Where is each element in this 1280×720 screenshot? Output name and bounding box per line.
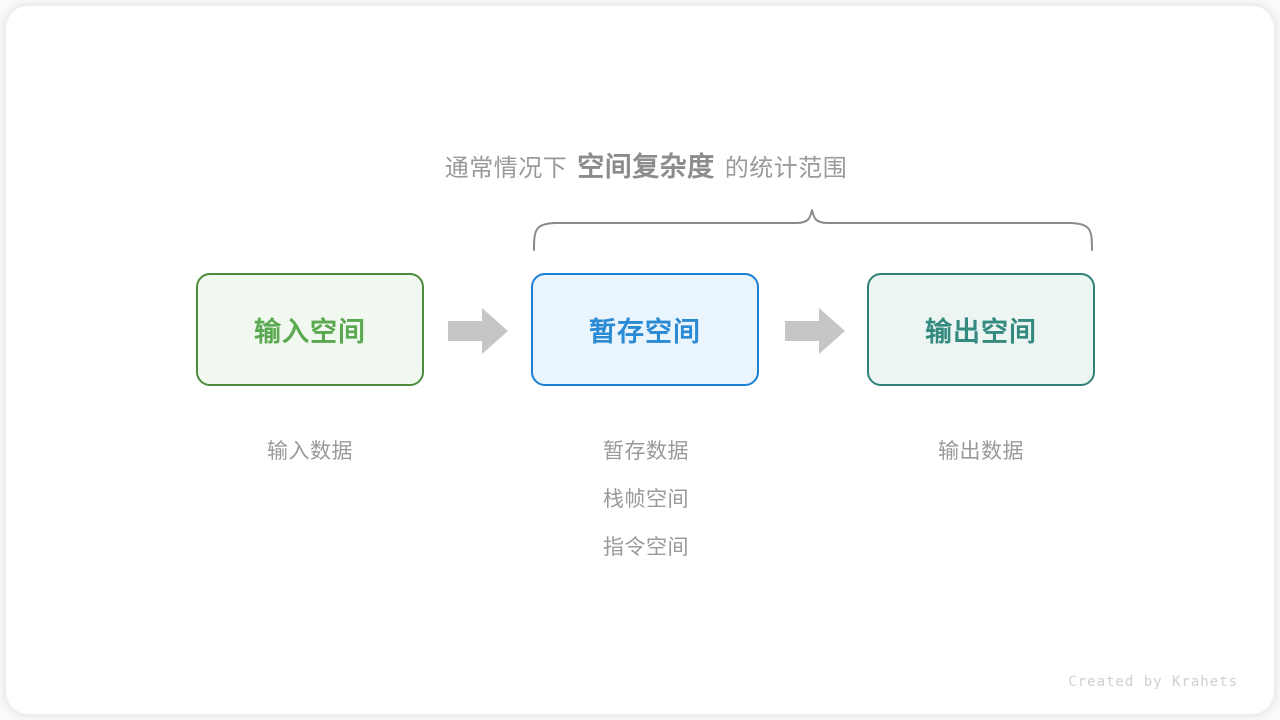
curly-brace-icon	[533, 209, 1093, 251]
box-input-space[interactable]: 输入空间	[196, 273, 424, 386]
caption-column-output: 输出数据	[851, 428, 1111, 476]
arrow-right-icon-input-to-temp	[448, 308, 508, 354]
caption-column-input: 输入数据	[180, 428, 440, 476]
box-output-space-label: 输出空间	[925, 317, 1037, 347]
box-temp-space[interactable]: 暂存空间	[531, 273, 759, 386]
box-input-space-label: 输入空间	[254, 317, 366, 347]
caption-temp-line-2: 栈帧空间	[603, 488, 689, 511]
caption-column-temp: 暂存数据 栈帧空间 指令空间	[516, 428, 776, 572]
caption-input-line-1: 输入数据	[267, 440, 353, 463]
credit-text: Created by Krahets	[1068, 674, 1238, 690]
box-temp-space-label: 暂存空间	[589, 317, 701, 347]
caption-output-line-1: 输出数据	[938, 440, 1024, 463]
caption-temp-line-1: 暂存数据	[603, 440, 689, 463]
box-output-space[interactable]: 输出空间	[867, 273, 1095, 386]
caption-suffix: 的统计范围	[724, 155, 848, 182]
caption-temp-line-3: 指令空间	[603, 536, 689, 559]
brace-caption: 通常情况下空间复杂度的统计范围	[6, 154, 1274, 181]
arrow-right-icon-temp-to-output	[785, 308, 845, 354]
caption-emphasis: 空间复杂度	[577, 152, 715, 182]
diagram-card: 通常情况下空间复杂度的统计范围 输入空间 暂存空间 输出空间 输入数据 暂存数据	[6, 6, 1274, 714]
caption-prefix: 通常情况下	[444, 155, 568, 182]
